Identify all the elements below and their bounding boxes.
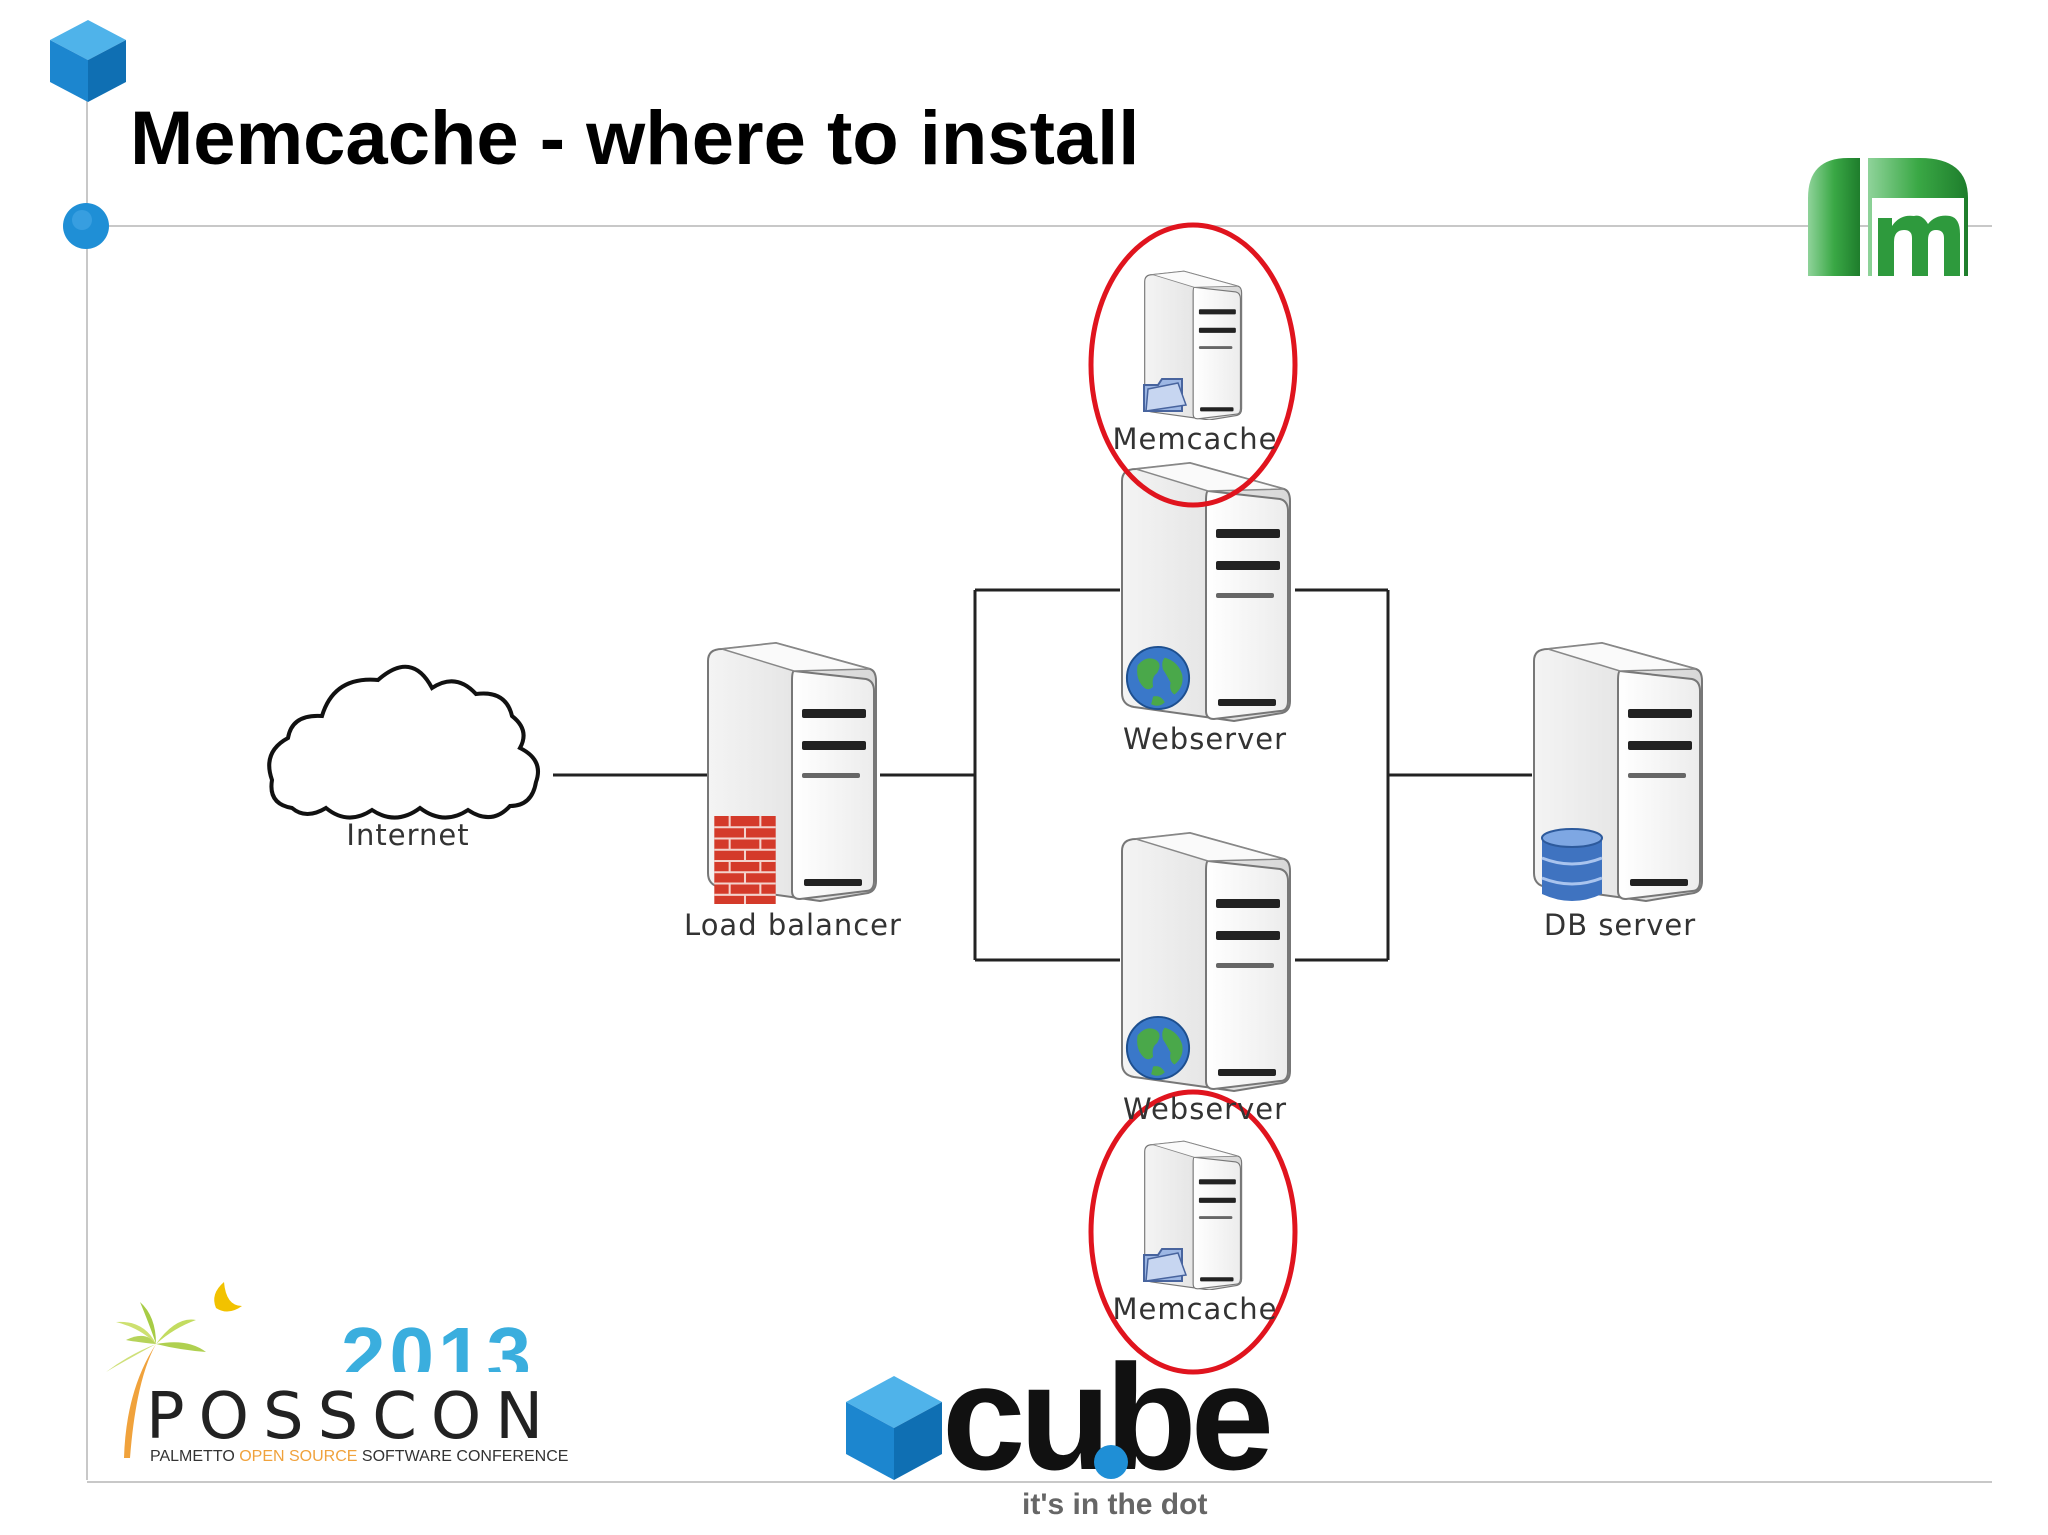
- cube-logo: cube it's in the dot: [846, 1340, 1316, 1530]
- db-server-icon: [1532, 641, 1704, 903]
- webserver-bottom-label: Webserver: [1122, 1092, 1288, 1126]
- cube-dot-icon: [1094, 1445, 1128, 1479]
- memcache-top-label: Memcache: [1112, 422, 1278, 456]
- palm-tree-icon: [106, 1282, 242, 1458]
- memcache-top-server-icon: [1142, 270, 1243, 420]
- db-server-label: DB server: [1543, 908, 1697, 942]
- memcache-top-highlight: [1088, 222, 1298, 508]
- blue-dot-icon: [63, 203, 109, 249]
- slide-title: Memcache - where to install: [130, 96, 1140, 181]
- posscon-year: 2013: [341, 1320, 535, 1372]
- load-balancer-server-icon: [706, 641, 878, 904]
- connection-lines: [553, 588, 1532, 962]
- cube-logo-icon: [846, 1376, 942, 1480]
- webserver-bottom-server-icon: [1120, 831, 1292, 1092]
- posscon-sub-a: PALMETTO: [150, 1448, 240, 1465]
- internet-cloud-icon: [267, 664, 540, 820]
- posscon-sub-c: SOFTWARE CONFERENCE: [357, 1448, 569, 1465]
- posscon-wordmark: POSSCON: [146, 1380, 558, 1454]
- memcache-bottom-label: Memcache: [1112, 1292, 1278, 1326]
- cube-tagline: it's in the dot: [1022, 1488, 1208, 1521]
- posscon-subtitle: PALMETTO OPEN SOURCE SOFTWARE CONFERENCE: [150, 1448, 568, 1466]
- green-m-logo: [1808, 158, 1968, 276]
- posscon-sub-b: OPEN SOURCE: [239, 1448, 358, 1465]
- memcache-bottom-server-icon: [1142, 1140, 1243, 1290]
- posscon-logo: 2013 POSSCON PALMETTO OPEN SOURCE SOFTWA…: [96, 1280, 576, 1470]
- cube-corner-icon: [50, 20, 126, 102]
- load-balancer-label: Load balancer: [684, 908, 902, 942]
- memcache-bottom-highlight: [1088, 1089, 1298, 1375]
- webserver-top-label: Webserver: [1122, 722, 1288, 756]
- internet-label: Internet: [346, 818, 470, 852]
